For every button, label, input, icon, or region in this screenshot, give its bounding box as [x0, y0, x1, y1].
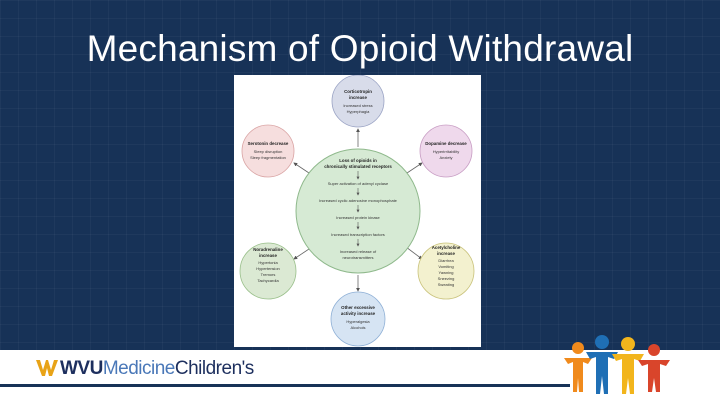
corticotropin-effect-2: Hyperphagia	[347, 109, 370, 114]
figure-red	[638, 344, 670, 392]
other-title-1: Other excessive	[341, 305, 375, 310]
logo-text-childrens: Children's	[174, 358, 254, 379]
noradrenaline-node	[239, 242, 297, 300]
noradrenaline-effect-1: Hypertonia	[258, 260, 278, 265]
acetylcholine-effect-5: Sweating	[438, 282, 454, 287]
dopamine-effect-1: Hyperirritability	[433, 149, 459, 154]
other-effect-2: Alcohols	[350, 325, 365, 330]
corticotropin-node	[331, 75, 385, 128]
figure-yellow	[612, 337, 644, 394]
footer-divider	[0, 384, 570, 387]
noradrenaline-effect-2: Hypertension	[256, 266, 280, 271]
other-excessive-activity-node	[330, 291, 386, 347]
acetylcholine-effect-3: Yawning	[438, 270, 453, 275]
acetylcholine-effect-4: Sneezing	[438, 276, 455, 281]
noradrenaline-effect-3: Tremors	[261, 272, 276, 277]
noradrenaline-effect-4: Tachycardia	[257, 278, 279, 283]
footer-bar: WVUMedicineChildren's	[0, 350, 720, 405]
cascade-step-6: neurotransmitters	[342, 255, 373, 260]
childrens-figures-logo	[564, 335, 670, 394]
dopamine-node	[419, 124, 473, 178]
opioid-withdrawal-diagram: Loss of opioids in chronically stimulate…	[234, 75, 481, 347]
cascade-step-2: Increased cyclic adenosine monophosphate	[319, 198, 398, 203]
cascade-step-5: Increased release of	[340, 249, 377, 254]
other-title-2: activity increase	[341, 311, 376, 316]
acetylcholine-effect-2: Vomiting	[438, 264, 453, 269]
corticotropin-effect-1: Increased stress	[343, 103, 372, 108]
serotonin-effect-1: Sleep disruption	[254, 149, 283, 154]
wvu-medicine-childrens-logo: WVUMedicineChildren's	[36, 358, 254, 380]
corticotropin-title-1: Corticotropin	[344, 89, 372, 94]
noradrenaline-title-2: increase	[259, 253, 277, 258]
slide-title: Mechanism of Opioid Withdrawal	[86, 28, 634, 69]
wv-flying-wv-icon	[36, 360, 58, 376]
cascade-step-4: Increased transcription factors	[331, 232, 385, 237]
noradrenaline-title-1: Noradrenaline	[253, 247, 283, 252]
corticotropin-title-2: increase	[349, 95, 367, 100]
dopamine-title: Dopamine decrease	[425, 141, 467, 146]
acetylcholine-title-2: increase	[437, 251, 455, 256]
logo-text-wvu: WVU	[60, 358, 103, 379]
serotonin-node	[241, 124, 295, 178]
acetylcholine-title-1: Acetylcholine	[432, 245, 461, 250]
dopamine-effect-2: Anxiety	[439, 155, 452, 160]
figure-orange	[564, 342, 592, 392]
cascade-step-1: Super activation of adenyl cyclase	[328, 181, 389, 186]
center-title-line-2: chronically stimulated receptors	[324, 164, 392, 169]
center-title-line-1: Loss of opioids in	[339, 158, 377, 163]
serotonin-effect-2: Sleep fragmentation	[250, 155, 286, 160]
logo-text-medicine: Medicine	[102, 358, 176, 379]
acetylcholine-effect-1: Diarrhea	[438, 258, 454, 263]
diagram-svg: Loss of opioids in chronically stimulate…	[239, 75, 475, 347]
other-effect-1: Hyperalgesia	[346, 319, 370, 324]
cascade-step-3: Increased protein kinase	[336, 215, 380, 220]
figure-blue	[586, 335, 618, 394]
serotonin-title: Serotonin decrease	[248, 141, 289, 146]
acetylcholine-node	[417, 242, 475, 300]
